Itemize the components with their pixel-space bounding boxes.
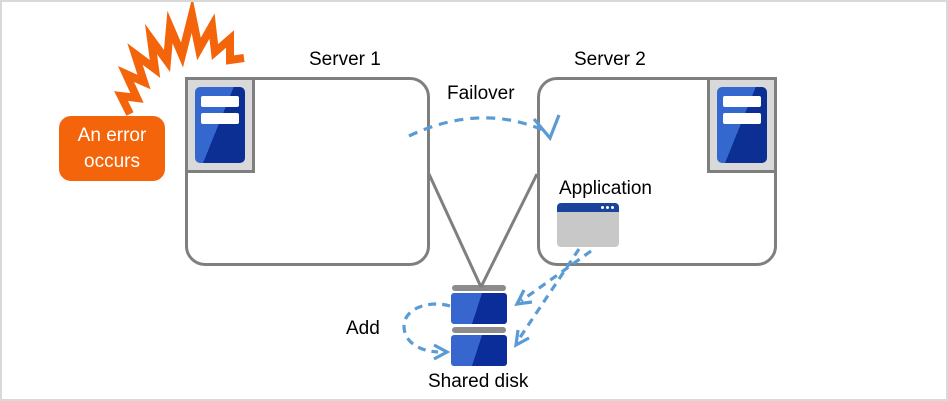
app-to-upper-disk-arrowhead-icon: [514, 289, 533, 306]
disk-stack-icon: [452, 285, 506, 291]
disk-lower-icon: [451, 335, 507, 366]
add-label: Add: [346, 318, 380, 339]
server2-label: Server 2: [574, 49, 646, 70]
app-window-dots: [601, 206, 614, 209]
app-window-dot: [601, 206, 604, 209]
app-window-icon: [557, 203, 619, 247]
app-window-body: [557, 212, 619, 247]
server-drive-slot: [201, 96, 239, 107]
server-tower-icon: [195, 87, 245, 163]
server-drive-slot: [723, 113, 761, 124]
application-label: Application: [559, 178, 652, 199]
server-drive-slot: [201, 113, 239, 124]
failover-label: Failover: [447, 83, 515, 104]
app-to-lower-disk-arrowhead-icon: [513, 329, 530, 348]
server1-server-icon-frame: [185, 77, 255, 173]
app-window-titlebar: [557, 203, 619, 212]
add-arrowhead-icon: [433, 343, 451, 361]
error-callout: An error occurs: [59, 116, 165, 181]
server1-label: Server 1: [309, 49, 381, 70]
shared-disk-label: Shared disk: [428, 371, 529, 392]
disk-upper-icon: [451, 293, 507, 324]
error-callout-label: An error occurs: [77, 124, 147, 172]
server-tower-icon: [717, 87, 767, 163]
app-window-dot: [606, 206, 609, 209]
server2-server-icon-frame: [707, 77, 777, 173]
server2-to-disk-line: [479, 173, 539, 288]
disk-stack-icon: [452, 327, 506, 333]
app-window-dot: [611, 206, 614, 209]
add-arrow: [402, 302, 451, 354]
server1-to-disk-line: [427, 173, 483, 288]
server-drive-slot: [723, 96, 761, 107]
